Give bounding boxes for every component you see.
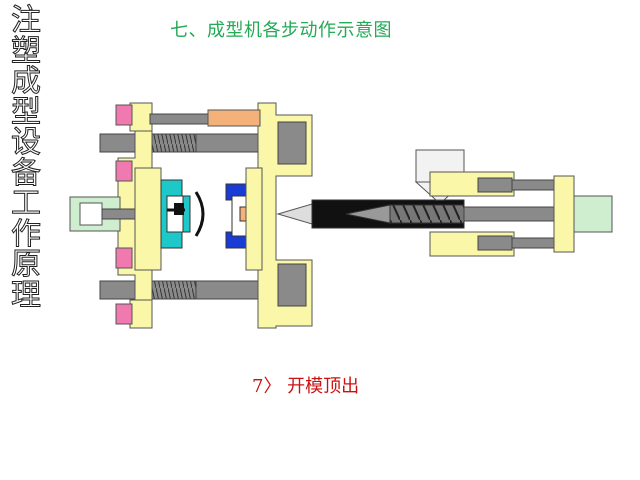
step-caption: 7〉 开模顶出 xyxy=(252,376,360,397)
mold-cyan-icon xyxy=(160,179,205,249)
screw-icon xyxy=(345,204,575,224)
clamp-cylinder xyxy=(69,196,161,232)
injection-frame xyxy=(429,171,555,257)
page-title: 七、成型机各步动作示意图 xyxy=(170,20,392,41)
moving-platen xyxy=(134,167,162,271)
fixed-platen xyxy=(245,102,313,329)
injection-end-frame xyxy=(553,175,613,253)
side-title: 注塑成型设备工作原理 xyxy=(11,3,42,313)
top-piston xyxy=(149,109,261,127)
pink-nut-icon xyxy=(115,104,133,325)
